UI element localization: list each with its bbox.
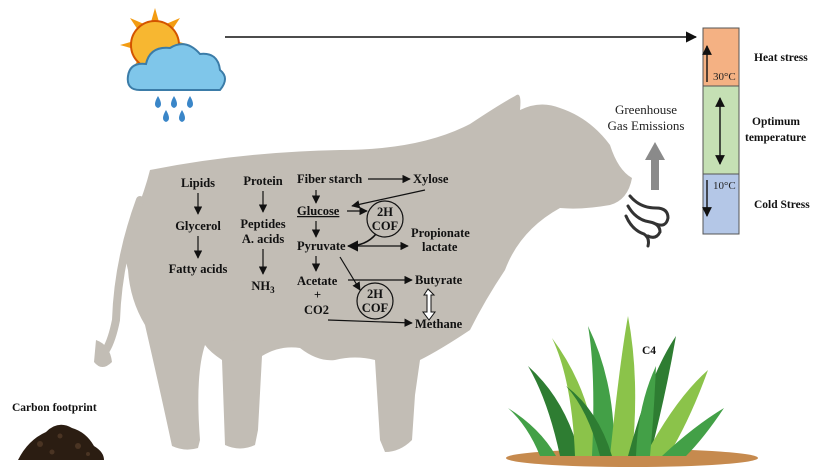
glucose-label: Glucose: [297, 204, 340, 218]
plus-sign: +: [314, 288, 321, 302]
lactate-label: lactate: [422, 240, 458, 254]
protein-label: Protein: [243, 174, 282, 188]
greenhouse-label-line2: Gas Emissions: [608, 118, 685, 133]
optimum-label-line1: Optimum: [752, 116, 800, 128]
cold-stress-label: Cold Stress: [754, 199, 810, 211]
acetate-label: Acetate: [297, 274, 338, 288]
optimum-zone: [703, 86, 739, 174]
c4-label: C4: [642, 345, 656, 357]
fiber-starch-label: Fiber starch: [297, 172, 362, 186]
fatty-acids-label: Fatty acids: [169, 262, 228, 276]
wind-gust-icon: [626, 196, 668, 246]
cofactor-top-2h: 2H: [377, 205, 393, 219]
propionate-label: Propionate: [411, 226, 470, 240]
butyrate-label: Butyrate: [415, 273, 463, 287]
upper-threshold-label: 30°C: [713, 71, 736, 83]
lipids-label: Lipids: [181, 176, 215, 190]
grass-tuft-icon: [508, 316, 724, 456]
amino-acids-label: A. acids: [242, 232, 285, 246]
sun-cloud-rain-icon: [120, 8, 225, 122]
peptides-label: Peptides: [240, 217, 285, 231]
cofactor-top-cof: COF: [372, 219, 399, 233]
heat-stress-label: Heat stress: [754, 52, 808, 64]
optimum-label-line2: temperature: [745, 132, 806, 144]
glycerol-label: Glycerol: [175, 219, 221, 233]
cofactor-bottom-cof: COF: [362, 301, 389, 315]
soil-pile-icon: [18, 425, 104, 460]
carbon-footprint-label: Carbon footprint: [12, 402, 97, 414]
methane-label: Methane: [415, 317, 463, 331]
pyruvate-label: Pyruvate: [297, 239, 346, 253]
cow-udder: [220, 340, 260, 360]
greenhouse-label-line1: Greenhouse: [615, 102, 677, 117]
lower-threshold-label: 10°C: [713, 180, 736, 192]
co2-label: CO2: [304, 303, 329, 317]
xylose-label: Xylose: [413, 172, 449, 186]
rain-drops: [155, 96, 193, 122]
emission-up-arrow: [645, 142, 665, 190]
cofactor-bottom-2h: 2H: [367, 287, 383, 301]
